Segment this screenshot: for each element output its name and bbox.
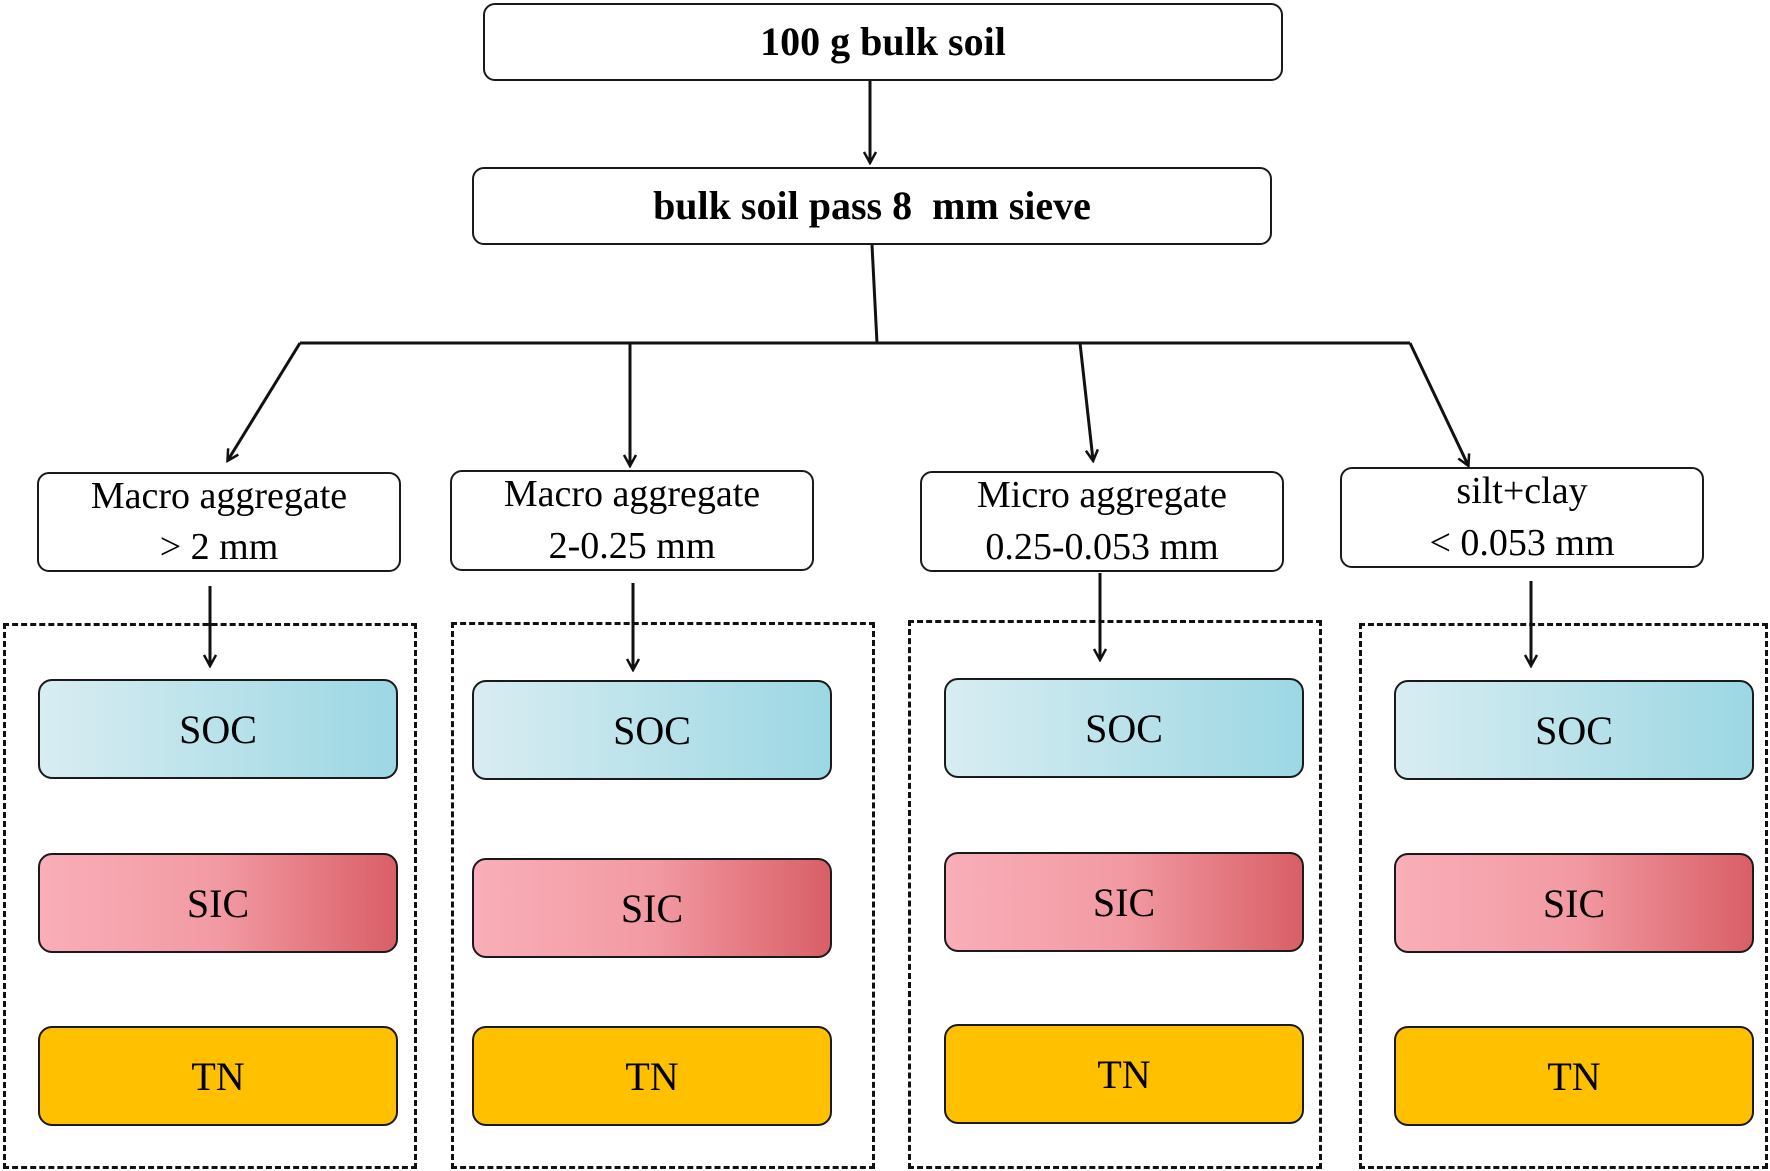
sic-label: SIC (1092, 879, 1156, 925)
arrow-branch-4 (1408, 342, 1468, 465)
fraction-4-size: < 0.053 mm (1429, 521, 1615, 564)
fraction-3-name: Micro aggregate (976, 474, 1228, 517)
bulk-soil-box: 100 g bulk soil (483, 3, 1283, 81)
soc-box-2: SOC (472, 680, 832, 780)
soc-label: SOC (1535, 707, 1613, 753)
soc-box-4: SOC (1394, 680, 1754, 780)
sic-box-3: SIC (944, 852, 1304, 952)
fraction-2-size: 2-0.25 mm (548, 524, 716, 567)
stem-line (870, 244, 879, 344)
tn-label: TN (1547, 1053, 1601, 1099)
tn-box-4: TN (1394, 1026, 1754, 1126)
bulk-soil-label: 100 g bulk soil (760, 19, 1006, 64)
fraction-3-size: 0.25-0.053 mm (985, 525, 1219, 568)
fraction-box-4: silt+clay < 0.053 mm (1340, 467, 1704, 568)
tn-box-2: TN (472, 1026, 832, 1126)
sic-box-1: SIC (38, 853, 398, 953)
arrow-branch-3 (1078, 342, 1093, 460)
tn-label: TN (625, 1053, 679, 1099)
sic-label: SIC (186, 880, 250, 926)
fraction-3-group-frame (908, 620, 1322, 1169)
fraction-1-name: Macro aggregate (90, 474, 348, 517)
fraction-4-name: silt+clay (1456, 470, 1588, 513)
sieve-label: bulk soil pass 8 mm sieve (653, 183, 1091, 228)
soc-label: SOC (613, 707, 691, 753)
tn-box-3: TN (944, 1024, 1304, 1124)
fraction-box-1: Macro aggregate > 2 mm (37, 472, 401, 572)
fraction-1-size: > 2 mm (159, 526, 279, 568)
fraction-1-group-frame (3, 623, 417, 1169)
tn-label: TN (1097, 1051, 1151, 1097)
sic-label: SIC (1542, 880, 1606, 926)
soc-label: SOC (1085, 705, 1163, 751)
fraction-box-2: Macro aggregate 2-0.25 mm (450, 470, 814, 571)
fraction-4-group-frame (1359, 623, 1768, 1169)
fraction-box-3: Micro aggregate 0.25-0.053 mm (920, 471, 1284, 572)
arrow-branch-1 (228, 342, 302, 460)
sic-label: SIC (620, 885, 684, 931)
soc-label: SOC (179, 706, 257, 752)
soc-box-1: SOC (38, 679, 398, 779)
tn-label: TN (191, 1053, 245, 1099)
sic-box-2: SIC (472, 858, 832, 958)
sic-box-4: SIC (1394, 853, 1754, 953)
sieve-box: bulk soil pass 8 mm sieve (472, 167, 1272, 245)
fraction-2-name: Macro aggregate (503, 473, 761, 516)
soc-box-3: SOC (944, 678, 1304, 778)
tn-box-1: TN (38, 1026, 398, 1126)
fraction-2-group-frame (451, 622, 875, 1169)
